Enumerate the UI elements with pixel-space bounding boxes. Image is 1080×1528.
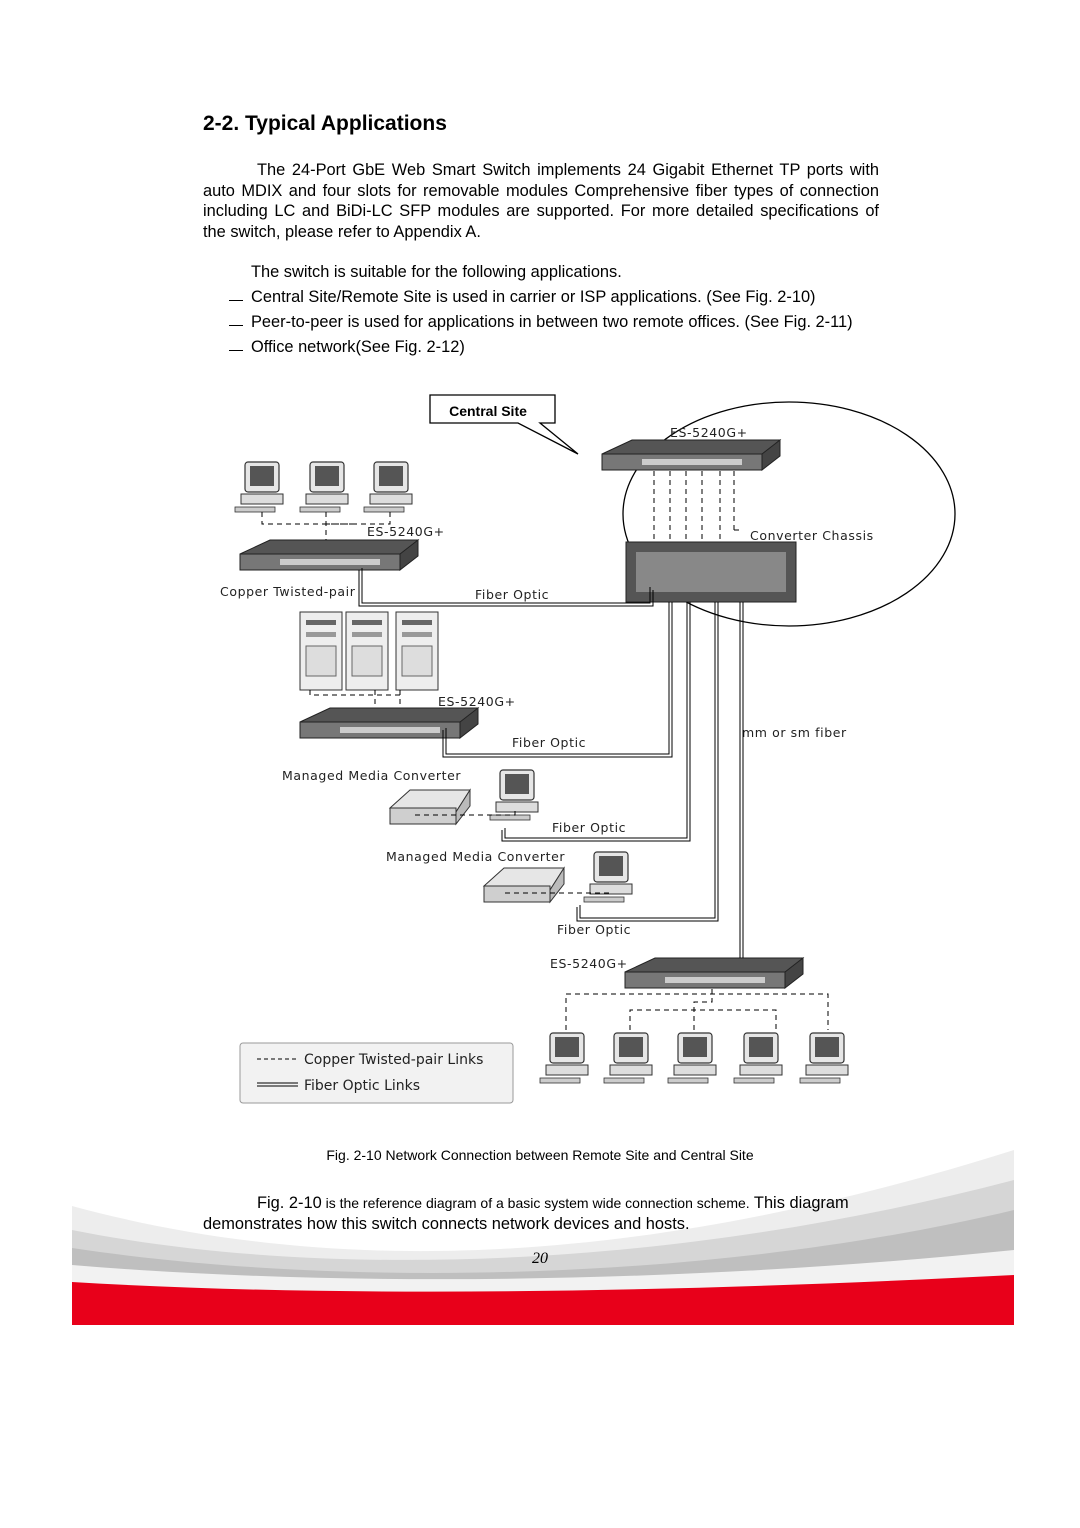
managed-media-converter-label-2: Managed Media Converter <box>386 849 565 864</box>
list-item-text: Peer-to-peer is used for applications in… <box>251 313 853 331</box>
legend-fiber-label: Fiber Optic Links <box>304 1078 420 1094</box>
pc-bottom-3 <box>667 1032 717 1084</box>
pc-bottom-4 <box>733 1032 783 1084</box>
switch-bottom <box>624 957 804 989</box>
list-item-text: Office network(See Fig. 2-12) <box>251 338 465 356</box>
legend-copper-label: Copper Twisted-pair Links <box>304 1052 483 1068</box>
footer-decoration <box>72 1150 1014 1325</box>
server-2 <box>345 611 389 691</box>
copper-links <box>261 471 829 1030</box>
switch-top-label: ES-5240G+ <box>670 425 748 440</box>
list-item-text: Central Site/Remote Site is used in carr… <box>251 288 816 306</box>
page-number: 20 <box>532 1250 548 1267</box>
pc-3 <box>363 461 413 513</box>
list-item: Peer-to-peer is used for applications in… <box>229 312 889 333</box>
callout-bubble <box>429 394 579 455</box>
switch-left <box>239 539 419 571</box>
closing-paragraph: Fig. 2-10 is the reference diagram of a … <box>203 1193 879 1235</box>
switch-bottom-label: ES-5240G+ <box>550 956 628 971</box>
fiber-optic-label-1: Fiber Optic <box>475 587 549 602</box>
pc-bottom-5 <box>799 1032 849 1084</box>
closing-fig-ref: Fig. 2-10 <box>257 1194 322 1212</box>
fiber-links <box>358 568 744 958</box>
pc-bottom-1 <box>539 1032 589 1084</box>
converter-chassis-label: Converter Chassis <box>750 528 874 543</box>
mm-sm-fiber-label: mm or sm fiber <box>742 725 847 740</box>
switch-servers <box>299 707 479 739</box>
fiber-optic-label-4: Fiber Optic <box>557 922 631 937</box>
server-1 <box>299 611 343 691</box>
list-item: Central Site/Remote Site is used in carr… <box>229 287 889 308</box>
server-3 <box>395 611 439 691</box>
legend-box <box>239 1042 514 1104</box>
closing-middle: is the reference diagram of a basic syst… <box>321 1195 750 1211</box>
pc-2 <box>299 461 349 513</box>
managed-media-converter-label-1: Managed Media Converter <box>282 768 461 783</box>
callout-label: Central Site <box>449 403 527 419</box>
fiber-optic-label-3: Fiber Optic <box>552 820 626 835</box>
media-converter-2 <box>483 867 565 903</box>
intro-paragraph: The 24-Port GbE Web Smart Switch impleme… <box>203 161 879 241</box>
switch-top <box>601 439 781 471</box>
pc-1 <box>234 461 284 513</box>
switch-left-label: ES-5240G+ <box>367 524 445 539</box>
central-site-ellipse <box>622 401 956 627</box>
list-intro: The switch is suitable for the following… <box>251 263 622 281</box>
closing-rest: This diagram demonstrates how this switc… <box>203 1194 849 1233</box>
pc-converter-2 <box>583 851 633 903</box>
pc-converter-1 <box>489 769 539 821</box>
pc-bottom-2 <box>603 1032 653 1084</box>
applications-list: Central Site/Remote Site is used in carr… <box>229 287 889 362</box>
switch-servers-label: ES-5240G+ <box>438 694 516 709</box>
network-diagram: Central Site ES-5240G+ Converter Chassis… <box>220 394 956 1104</box>
fiber-optic-label-2: Fiber Optic <box>512 735 586 750</box>
copper-twisted-pair-label: Copper Twisted-pair <box>220 584 356 599</box>
media-converter-1 <box>389 789 471 825</box>
section-title: 2-2. Typical Applications <box>203 112 447 135</box>
list-item: Office network(See Fig. 2-12) <box>229 337 889 358</box>
figure-caption: Fig. 2-10 Network Connection between Rem… <box>326 1147 754 1163</box>
